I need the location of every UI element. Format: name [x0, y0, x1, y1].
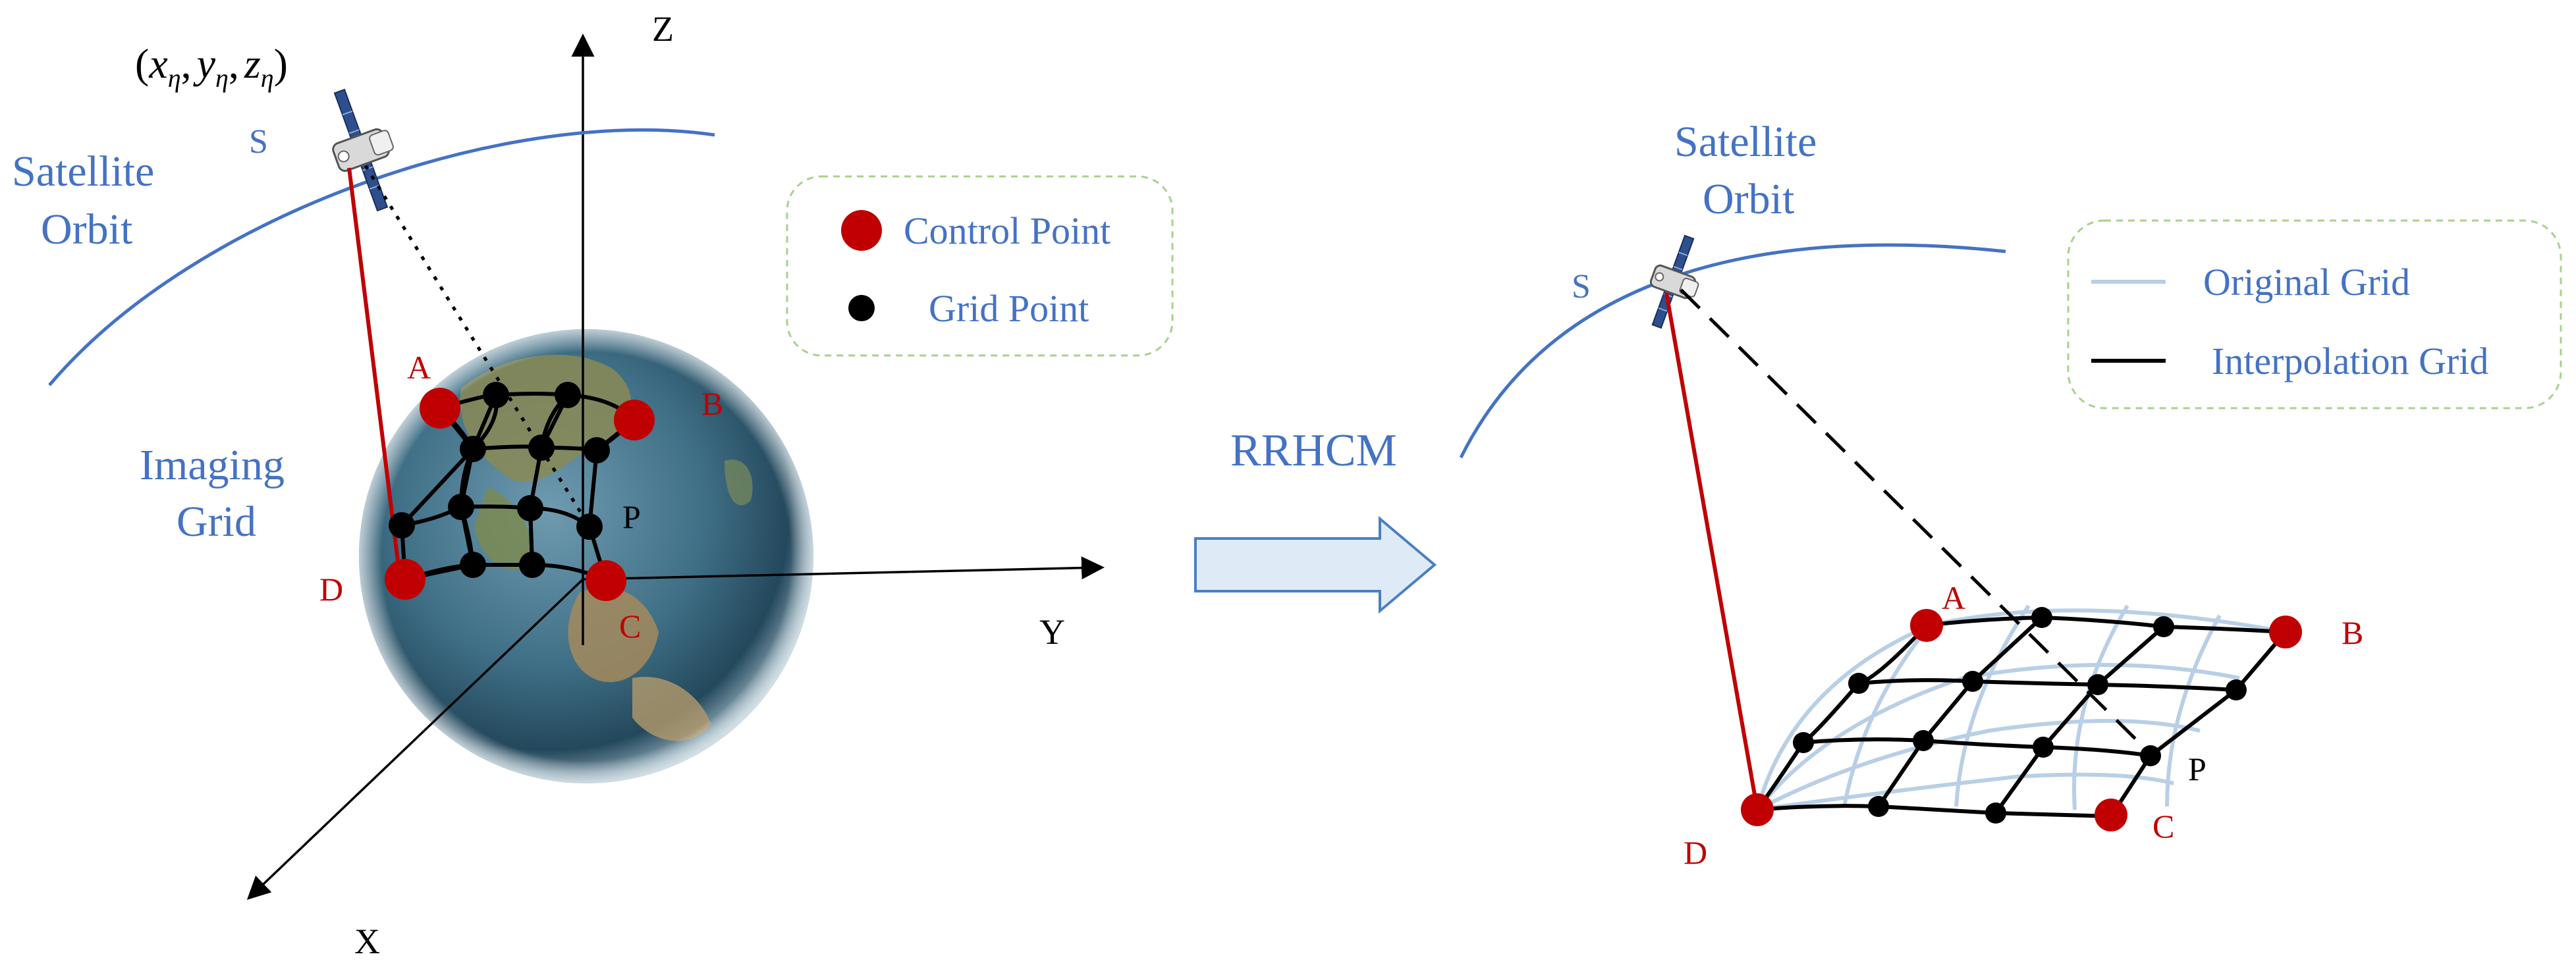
point-b-label-left: B [701, 385, 723, 422]
point-d-label-right: D [1684, 834, 1707, 871]
legend-right: Original Grid Interpolation Grid [2067, 219, 2562, 409]
rrhcm-label: RRHCM [1230, 425, 1397, 476]
imaging-grid-label-line2: Grid [177, 498, 256, 546]
legend-left: Control Point Grid Point [786, 175, 1174, 357]
grid-points-left [389, 382, 610, 578]
orbit-label-line2-right: Orbit [1703, 175, 1794, 223]
point-c-label-right: C [2152, 808, 2174, 845]
interpolation-grid-lines [1755, 615, 2288, 818]
point-a-label-right: A [1942, 579, 1965, 616]
line-s-to-d-right [1664, 292, 1759, 810]
coordinate-axes [246, 34, 1105, 900]
satellite-s-label-right: S [1572, 268, 1591, 305]
axis-z-label: Z [652, 9, 674, 49]
point-d-label-left: D [319, 571, 343, 608]
legend-interpolation-grid-label: Interpolation Grid [2212, 340, 2488, 382]
axis-y-label: Y [1039, 612, 1065, 652]
satellite-s-label: S [249, 123, 268, 161]
legend-grid-point-label: Grid Point [929, 287, 1089, 330]
line-s-to-p-right [1680, 288, 2150, 753]
legend-control-point-marker [841, 210, 882, 251]
point-b-label-right: B [2342, 614, 2363, 651]
transform-arrow [1194, 515, 1437, 614]
control-points-right [1741, 609, 2302, 831]
orbit-label-line2: Orbit [41, 205, 132, 253]
point-p-label-right: P [2188, 750, 2206, 787]
control-points-left [385, 388, 655, 601]
line-s-to-d [347, 167, 401, 572]
satellite-icon-right [1649, 234, 1699, 329]
satellite-coordinate-label: (xη,yη,zη) [135, 40, 288, 93]
satellite-icon [332, 88, 394, 212]
grid-points-right [1793, 607, 2247, 824]
point-p-label-left: P [622, 498, 641, 535]
orbit-label-line1-right: Satellite [1674, 118, 1817, 166]
satellite-orbit-arc-right [1459, 243, 2006, 459]
point-c-label-left: C [619, 608, 641, 644]
orbit-label-line1: Satellite [12, 147, 154, 196]
legend-control-point-label: Control Point [904, 209, 1110, 252]
satellite-orbit-arc [48, 128, 715, 386]
point-a-label-left: A [407, 349, 431, 386]
axis-x-label: X [354, 922, 380, 961]
imaging-grid-label-line1: Imaging [140, 441, 285, 489]
legend-grid-point-marker [848, 295, 875, 321]
legend-original-grid-label: Original Grid [2203, 261, 2410, 303]
